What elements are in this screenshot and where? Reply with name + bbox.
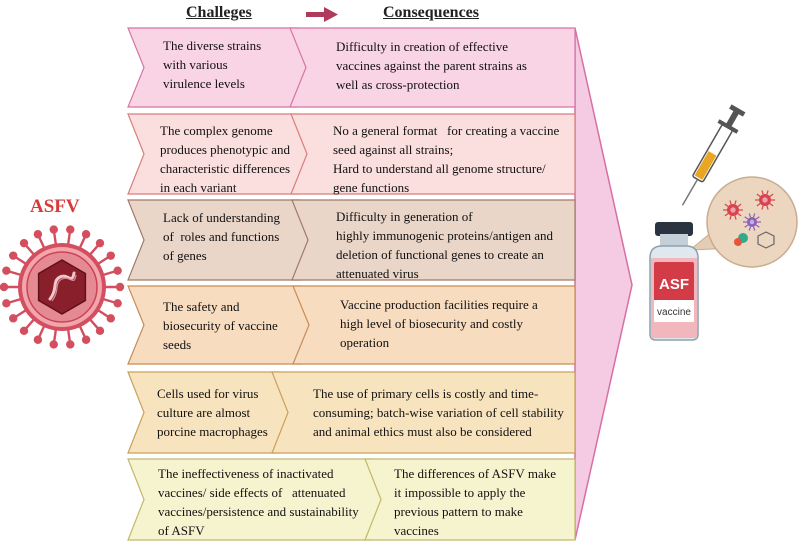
consequence-line: operation (340, 335, 390, 350)
challenge-line: vaccines/persistence and sustainability (158, 504, 359, 519)
consequence-line: Vaccine production facilities require a (340, 297, 538, 312)
consequence-chevron (289, 27, 576, 108)
challenge-text: The diverse strains with various virulence… (163, 36, 261, 93)
big-chevron-arrow (574, 27, 633, 541)
consequence-line: and animal ethics must also be considere… (313, 424, 532, 439)
consequence-line: it impossible to apply the (394, 485, 526, 500)
consequence-chevron (271, 371, 576, 454)
challenge-line: culture are almost (157, 405, 251, 420)
challenge-line: Lack of understanding (163, 210, 280, 225)
consequence-line: vaccines (394, 523, 439, 538)
asfv-virus-icon (0, 225, 125, 349)
challenge-line: The diverse strains (163, 38, 262, 53)
virus-label: ASFV (30, 196, 80, 217)
consequence-line: vaccines against the parent strains as (336, 58, 527, 73)
consequence-line: highly immunogenic proteins/antigen and (336, 228, 553, 243)
challenge-text: Lack of understanding of roles and functi… (163, 208, 280, 265)
consequence-text: The use of primary cells is costly and t… (313, 384, 564, 441)
challenge-line: in each variant (160, 180, 237, 195)
challenge-line: of roles and functions (163, 229, 280, 244)
consequence-text: The differences of ASFV make it impossibl… (394, 464, 556, 540)
consequence-text: Difficulty in creation of effective vacci… (336, 37, 527, 94)
challenge-line: The safety and (163, 299, 240, 314)
challenge-line: with various (163, 57, 228, 72)
consequence-chevron (364, 458, 576, 541)
consequence-text: Vaccine production facilities require a h… (340, 295, 538, 352)
consequence-line: seed against all strains; (333, 142, 454, 157)
consequence-chevron (292, 285, 576, 365)
header-consequences: Consequences (383, 4, 480, 21)
vial-brand-text: ASF (659, 276, 689, 293)
challenge-line: produces phenotypic and (160, 142, 290, 157)
consequence-line: consuming; batch-wise variation of cell … (313, 405, 564, 420)
header-challenges: Challeges (186, 4, 252, 21)
consequence-line: The differences of ASFV make (394, 466, 556, 481)
challenge-text: The complex genome produces phenotypic an… (160, 121, 290, 197)
challenge-line: of ASFV (158, 523, 205, 538)
challenge-text: The ineffectiveness of inactivated vaccin… (158, 464, 359, 540)
consequence-line: Difficulty in generation of (336, 209, 473, 224)
header-arrow-icon (306, 7, 338, 22)
consequence-line: The use of primary cells is costly and t… (313, 386, 539, 401)
consequence-line: Hard to understand all genome structure/ (333, 161, 546, 176)
consequence-chevron (291, 199, 576, 281)
challenge-line: The complex genome (160, 123, 273, 138)
consequence-line: No a general format for creating a vacci… (333, 123, 560, 138)
challenge-text: The safety and biosecurity of vaccine seed… (163, 297, 278, 354)
challenge-line: virulence levels (163, 76, 245, 91)
challenge-line: of genes (163, 248, 207, 263)
consequence-text: Difficulty in generation of highly immuno… (336, 207, 553, 283)
consequence-line: well as cross-protection (336, 77, 460, 92)
consequence-line: previous pattern to make (394, 504, 523, 519)
consequence-text: No a general format for creating a vacci… (333, 121, 559, 197)
consequence-chevron (290, 113, 576, 195)
challenge-text: Cells used for virus culture are almost po… (157, 384, 268, 441)
vial-sub-text: vaccine (657, 307, 691, 318)
challenge-line: porcine macrophages (157, 424, 268, 439)
consequence-line: attenuated virus (336, 266, 419, 281)
challenge-line: The ineffectiveness of inactivated (158, 466, 334, 481)
challenge-line: Cells used for virus (157, 386, 259, 401)
consequence-line: high level of biosecurity and costly (340, 316, 524, 331)
vaccine-vial-icon: ASF vaccine (649, 104, 798, 341)
challenge-line: biosecurity of vaccine (163, 318, 278, 333)
challenge-line: vaccines/ side effects of attenuated (158, 485, 346, 500)
consequence-line: Difficulty in creation of effective (336, 39, 509, 54)
challenge-line: characteristic differences (160, 161, 291, 176)
consequence-line: gene functions (333, 180, 410, 195)
consequence-line: deletion of functional genes to create a… (336, 247, 544, 262)
challenge-line: seeds (163, 337, 192, 352)
